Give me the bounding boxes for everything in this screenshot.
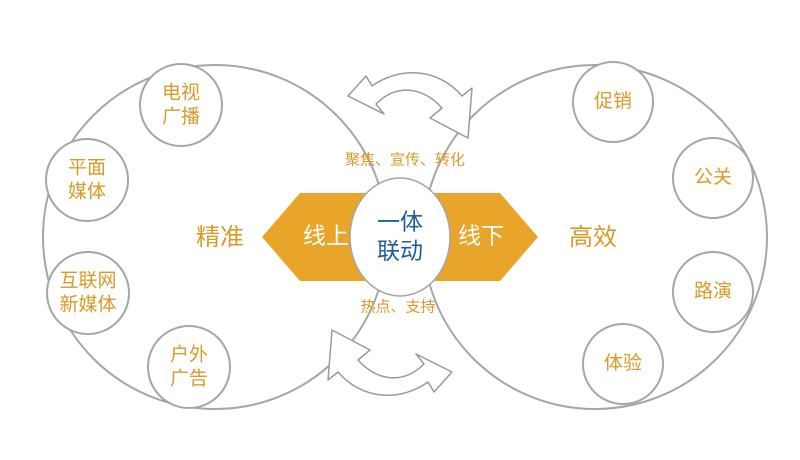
core-label: 一体联动 [377, 209, 423, 264]
integration-core [349, 177, 451, 297]
label-promotion: 促销 [593, 90, 633, 113]
bottom-caption: 热点、支持 [360, 297, 436, 316]
label-print-media: 平面媒体 [67, 156, 107, 202]
label-internet-media: 互联网新媒体 [59, 269, 117, 315]
node-tv-radio [139, 63, 223, 147]
label-experience: 体验 [603, 352, 643, 375]
label-outdoor-ads: 户外广告 [169, 343, 209, 389]
bottom-curved-arrow-icon [327, 329, 453, 397]
label-tv-radio: 电视广播 [161, 81, 201, 127]
node-promotion [572, 61, 654, 143]
offline-label: 线下 [458, 223, 504, 250]
top-caption: 聚焦、宣传、转化 [344, 150, 466, 169]
node-pr [672, 137, 754, 219]
label-roadshow: 路演 [693, 280, 733, 303]
node-experience [582, 323, 664, 405]
online-label: 线上 [303, 223, 349, 250]
node-roadshow [672, 251, 754, 333]
node-internet-media [46, 251, 130, 335]
node-outdoor-ads [147, 325, 231, 409]
left-main-label: 精准 [196, 223, 244, 251]
top-curved-arrow-icon [347, 71, 473, 139]
label-pr: 公关 [693, 166, 733, 189]
right-main-label: 高效 [569, 223, 617, 251]
node-print-media [45, 138, 129, 222]
